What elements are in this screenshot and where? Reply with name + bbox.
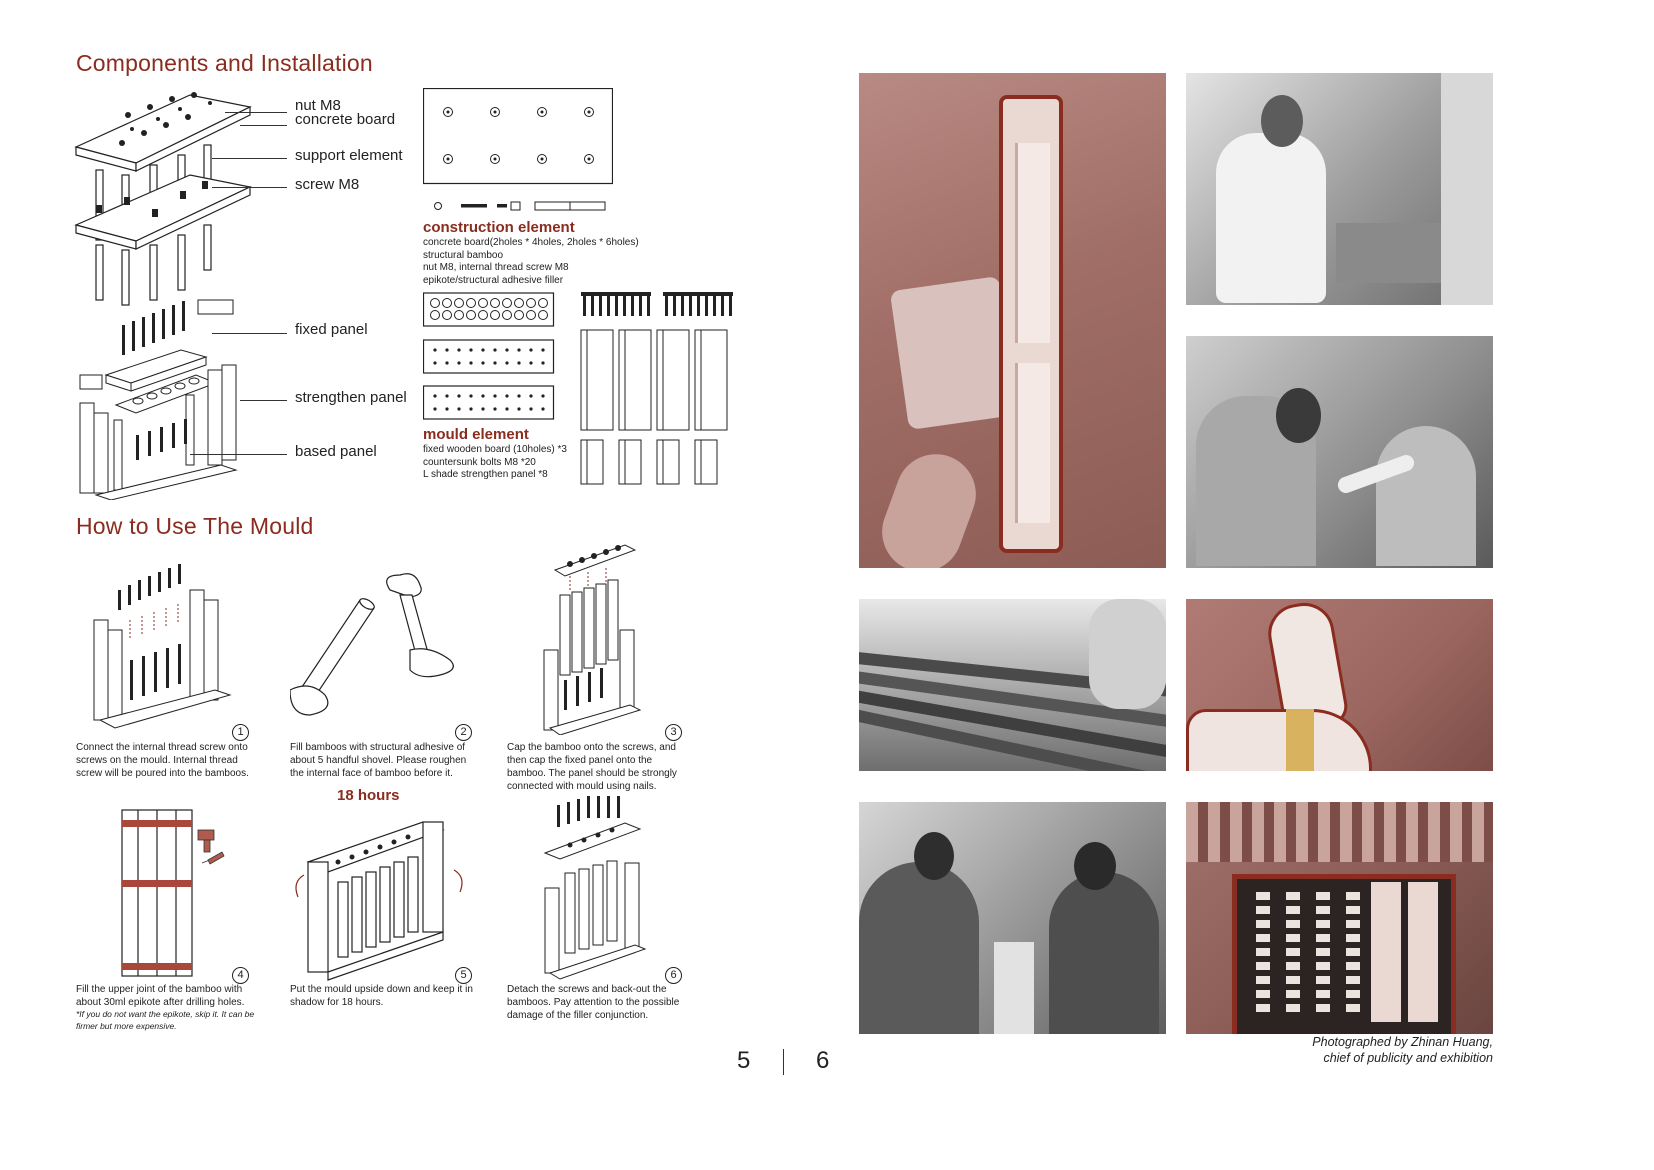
photo-child-workshop [1186, 336, 1493, 568]
step-6-number: 6 [665, 967, 682, 984]
head-shape [914, 832, 954, 880]
step-3-text: Cap the bamboo onto the screws, and then… [507, 742, 677, 792]
callout-concrete-board: concrete board [295, 111, 396, 128]
photo-credit: Photographed by Zhinan Huang, chief of p… [1200, 1034, 1493, 1066]
step-4-text: Fill the upper joint of the bamboo with … [76, 984, 245, 1008]
mould-line: countersunk bolts M8 *20 [423, 456, 536, 468]
step-1-number: 1 [232, 724, 249, 741]
step-6-text: Detach the screws and back-out the bambo… [507, 984, 680, 1021]
bolt-row [1286, 892, 1300, 1012]
panel-shape [1408, 882, 1438, 1022]
callout-nut: nut M8 [295, 97, 341, 114]
stool-shape [994, 942, 1034, 1034]
hours-label: 18 hours [337, 787, 400, 804]
construction-line: nut M8, internal thread screw M8 [423, 262, 569, 273]
usage-heading: How to Use The Mould [76, 513, 314, 539]
page-divider [783, 1049, 784, 1075]
page-number-right: 6 [816, 1047, 830, 1074]
hand-shape [1089, 599, 1166, 709]
step-4-number: 4 [232, 967, 249, 984]
step-2-illustration [290, 573, 454, 716]
step-5-illustration [295, 821, 463, 981]
person-shape [1049, 872, 1159, 1034]
step-2-number: 2 [455, 724, 472, 741]
step-5-text: Put the mould upside down and keep it in… [290, 984, 473, 1008]
bamboo-shape [1286, 709, 1314, 771]
bolt-row [1256, 892, 1270, 1012]
step-3-number: 3 [665, 724, 682, 741]
photo-group-working [859, 802, 1166, 1034]
step-2-text: Fill bamboos with structural adhesive of… [290, 742, 467, 779]
child-shape [1376, 426, 1476, 566]
construction-line: concrete board(2holes * 4holes, 2holes *… [423, 237, 639, 248]
bolt-row [1346, 892, 1360, 1012]
bamboo-pile [1186, 802, 1493, 862]
callout-strengthen-panel: strengthen panel [295, 389, 407, 406]
photo-bamboo-cross-section [859, 73, 1166, 568]
head-shape [1276, 388, 1321, 443]
head-shape [1074, 842, 1116, 890]
credit-line-2: chief of publicity and exhibition [1323, 1051, 1493, 1065]
mould-element-list: fixed wooden board (10holes) *3 counters… [423, 444, 567, 482]
page-number-left: 5 [737, 1047, 751, 1074]
board-assembly-drawing [74, 92, 252, 306]
credit-line-1: Photographed by Zhinan Huang, [1312, 1035, 1493, 1049]
callout-screw: screw M8 [295, 176, 360, 193]
callout-fixed-panel: fixed panel [295, 321, 368, 338]
construction-element-list: concrete board(2holes * 4holes, 2holes *… [423, 237, 639, 287]
step-5-number: 5 [455, 967, 472, 984]
bamboo-inner [1015, 363, 1050, 523]
step-1-text: Connect the internal thread screw onto s… [76, 742, 249, 779]
step-4-note: *If you do not want the epikote, skip it… [76, 1009, 255, 1031]
panel-shape [1371, 882, 1401, 1022]
bamboo-inner [1015, 143, 1050, 343]
construction-element-title: construction element [423, 219, 575, 236]
person-shape [859, 862, 979, 1034]
step-1-illustration [93, 564, 232, 729]
step-4-illustration [121, 809, 225, 977]
components-heading: Components and Installation [76, 50, 373, 76]
cloth-shape [1186, 709, 1372, 771]
callout-based-panel: based panel [295, 443, 377, 460]
mould-line: L shade strengthen panel *8 [423, 469, 548, 480]
construction-line: structural bamboo [423, 249, 504, 261]
board-plan-drawing [423, 88, 613, 211]
mould-element-title: mould element [423, 426, 529, 443]
construction-line: epikote/structural adhesive filler [423, 274, 564, 286]
photo-mould-overhead [1186, 802, 1493, 1034]
mould-line: fixed wooden board (10holes) *3 [423, 444, 567, 455]
head-shape [1261, 95, 1303, 147]
foot-shape [870, 442, 988, 568]
callout-support-element: support element [295, 147, 403, 164]
bolt-row [1316, 892, 1330, 1012]
figure-shape [1216, 133, 1326, 303]
mould-assembly-drawing [79, 299, 238, 500]
door-shape [1441, 73, 1493, 305]
photo-adhesive-filling [1186, 599, 1493, 771]
step-6-illustration [543, 796, 647, 980]
mould-element-drawing [423, 292, 733, 485]
photo-bamboo-poles [859, 599, 1166, 771]
step-3-illustration [543, 544, 642, 735]
photo-man-working [1186, 73, 1493, 305]
